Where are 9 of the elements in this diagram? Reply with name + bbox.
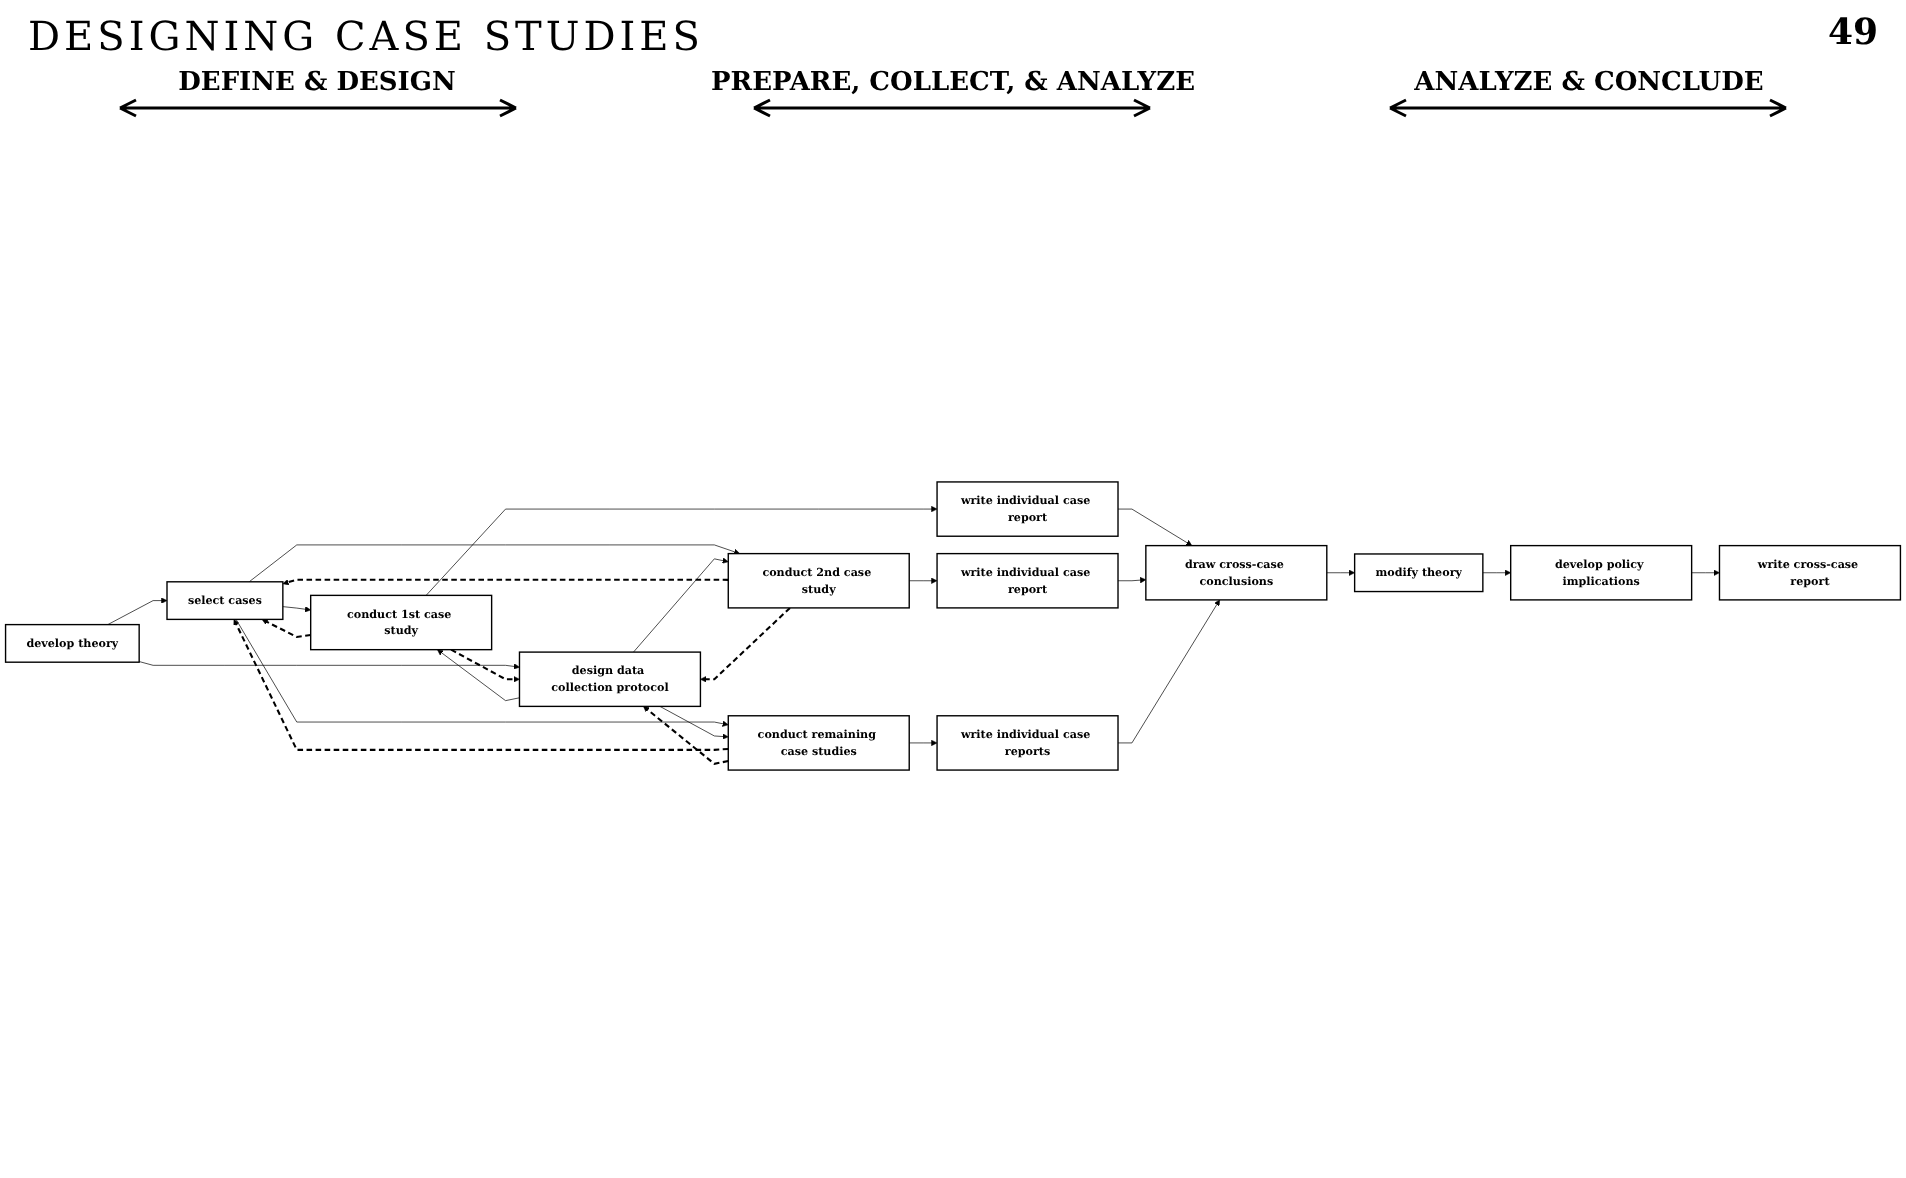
phase-heading: DEFINE & DESIGN bbox=[178, 68, 456, 98]
page-title: DESIGNING CASE STUDIES bbox=[28, 12, 704, 60]
phase-heading: ANALYZE & CONCLUDE bbox=[1414, 68, 1764, 98]
arrow bbox=[282, 578, 729, 586]
arrow bbox=[700, 607, 791, 683]
page-number: 49 bbox=[1827, 12, 1878, 58]
arrow bbox=[261, 619, 311, 639]
arrow bbox=[450, 648, 520, 683]
phase-heading: PREPARE, COLLECT, & ANALYZE bbox=[711, 68, 1195, 98]
